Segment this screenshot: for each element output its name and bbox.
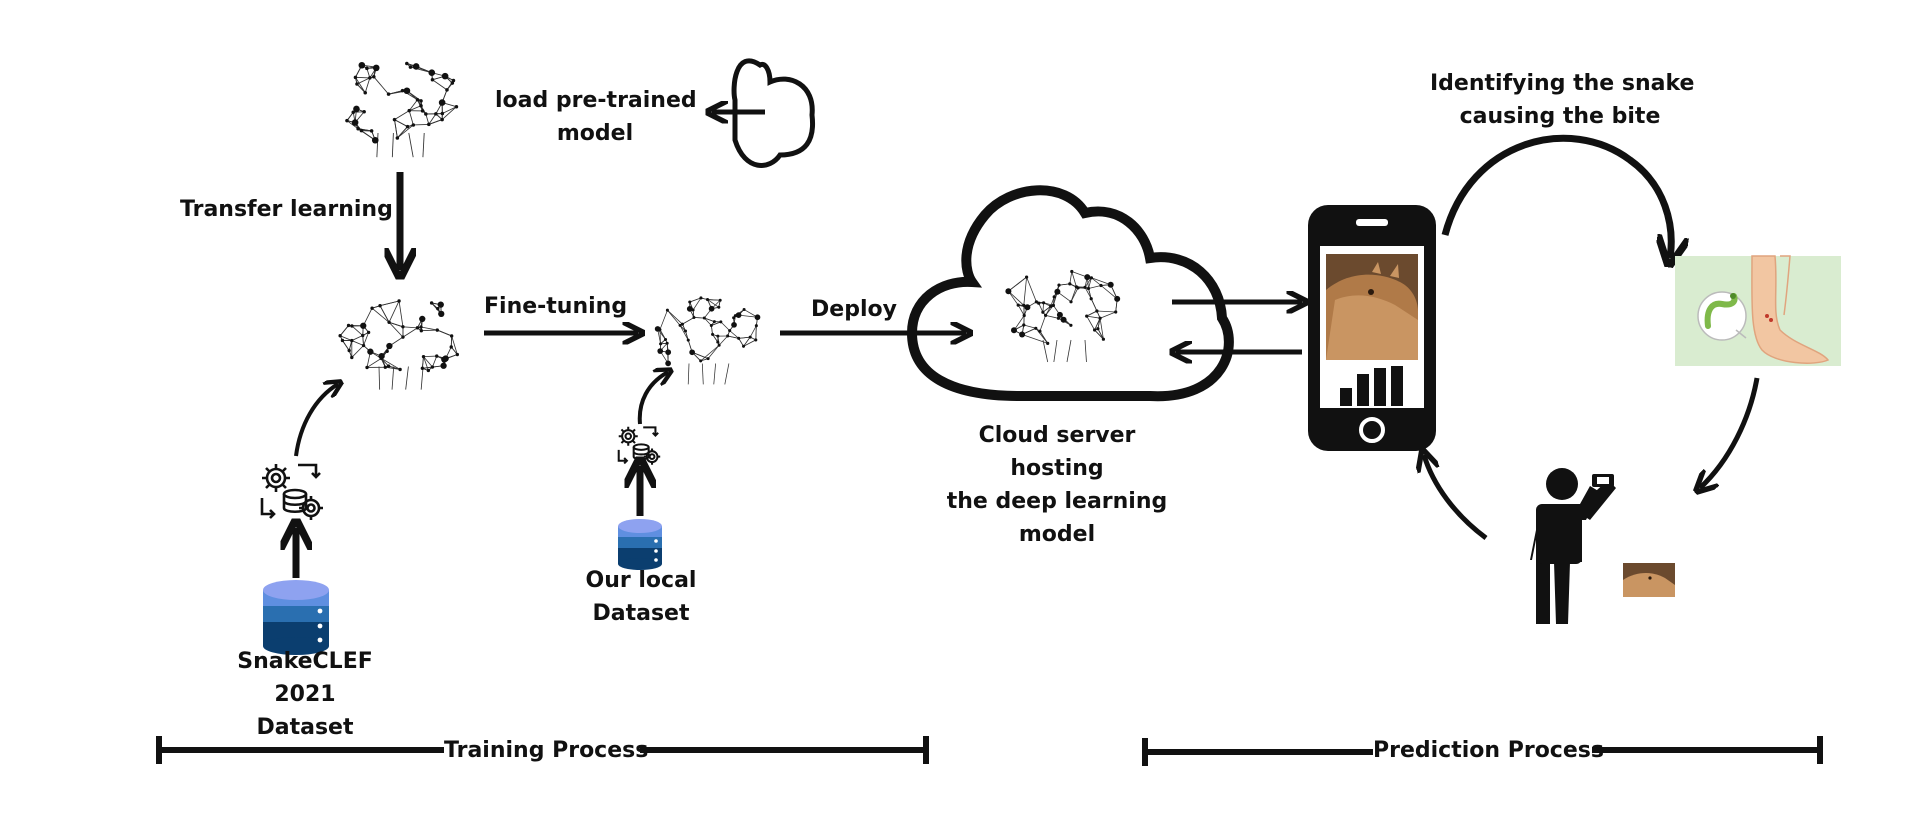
curved-arrow <box>637 372 668 425</box>
deploy-label: Deploy <box>811 297 897 322</box>
neural-net-icon <box>1005 269 1121 363</box>
neural-net-icon <box>338 299 460 390</box>
curved-arrow <box>294 384 338 457</box>
cloud-icon <box>712 58 816 168</box>
cloud-icon <box>906 185 1234 402</box>
curved-arrow <box>1700 377 1760 488</box>
training-process-label: Training Process <box>444 738 649 763</box>
fine-tuning-label: Fine-tuning <box>484 294 628 319</box>
neural-net-icon <box>345 61 459 158</box>
transfer-learning-label: Transfer learning <box>180 197 393 222</box>
gears-data-icon <box>260 463 323 520</box>
database-icon <box>263 580 329 655</box>
gears-data-icon <box>617 426 661 465</box>
training-timeline <box>156 736 929 764</box>
neural-net-icon <box>654 296 761 385</box>
snake-photo-icon <box>1326 254 1418 360</box>
person-photographing-icon <box>1530 468 1616 624</box>
snake-photo-icon <box>1623 563 1675 597</box>
database-icon <box>618 519 662 570</box>
curved-arrow <box>1441 134 1671 258</box>
prediction-process-label: Prediction Process <box>1373 738 1604 763</box>
prediction-timeline <box>1142 736 1823 766</box>
smartphone-icon <box>1308 205 1436 451</box>
curved-arrow <box>1424 455 1488 541</box>
snakebite-icon <box>1675 255 1841 366</box>
